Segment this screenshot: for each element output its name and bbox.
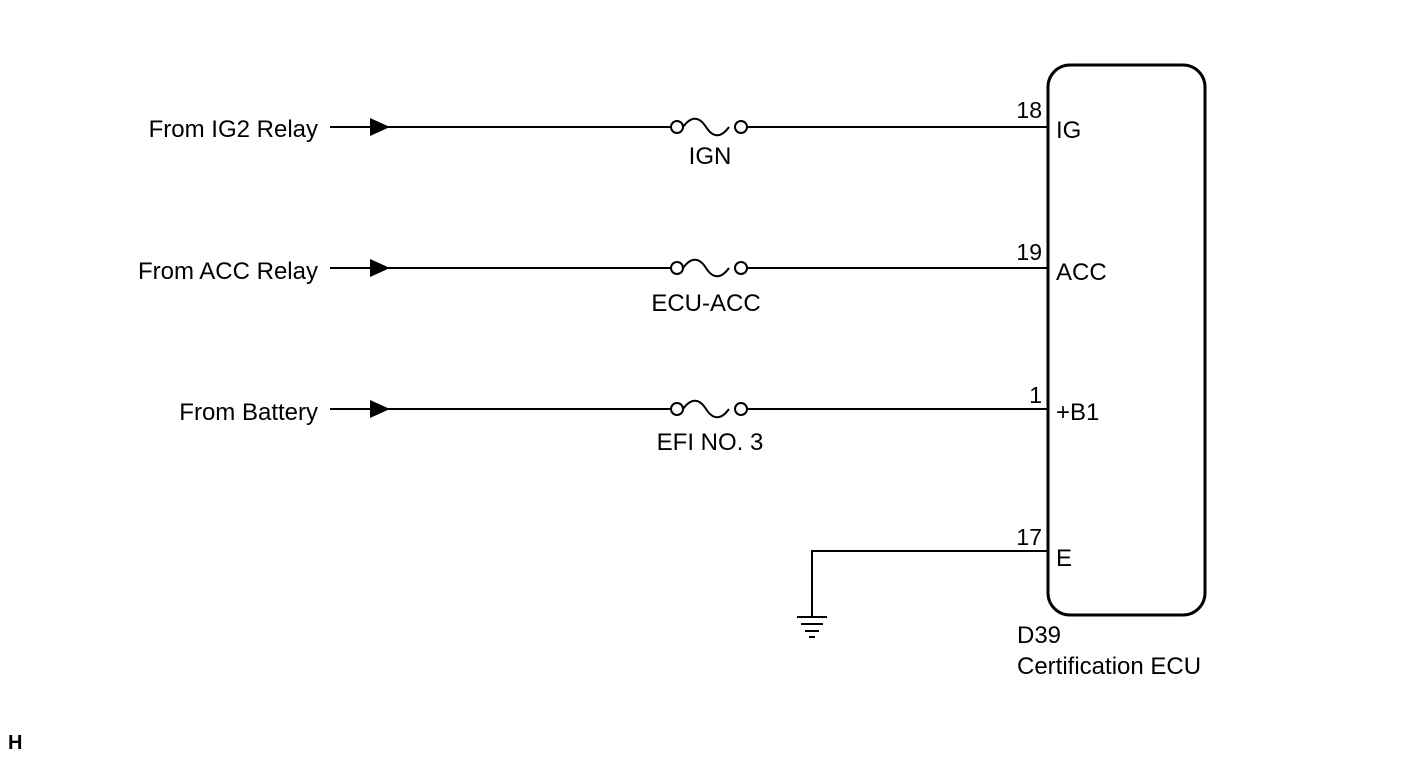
fuse-element-icon bbox=[682, 258, 730, 278]
pin-name: +B1 bbox=[1056, 399, 1099, 426]
fuse-terminal bbox=[734, 261, 748, 275]
source-label: From Battery bbox=[179, 399, 318, 426]
fuse-element-icon bbox=[682, 117, 730, 137]
fuse-terminal bbox=[734, 120, 748, 134]
pin-number: 1 bbox=[1029, 382, 1042, 408]
circuit-acc: From ACC Relay ECU-ACC 19 ACC bbox=[138, 239, 1107, 317]
arrow-icon bbox=[370, 400, 390, 418]
fuse-terminal bbox=[670, 261, 684, 275]
arrow-icon bbox=[370, 118, 390, 136]
ecu-name-label: Certification ECU bbox=[1017, 653, 1201, 680]
ecu-box bbox=[1046, 63, 1207, 617]
fuse-label: ECU-ACC bbox=[651, 290, 760, 317]
fuse-label: IGN bbox=[689, 143, 732, 170]
ground-wire bbox=[811, 550, 1048, 616]
pin-name: E bbox=[1056, 545, 1072, 572]
fuse-terminal bbox=[670, 120, 684, 134]
circuit-ground: 17 E bbox=[797, 524, 1072, 638]
fuse-element-icon bbox=[682, 399, 730, 419]
pin-name: IG bbox=[1056, 117, 1081, 144]
fuse-terminal bbox=[670, 402, 684, 416]
corner-tag: H bbox=[8, 732, 22, 754]
arrow-icon bbox=[370, 259, 390, 277]
fuse-label: EFI NO. 3 bbox=[657, 429, 764, 456]
pin-number: 19 bbox=[1016, 239, 1042, 265]
source-label: From IG2 Relay bbox=[149, 116, 318, 143]
circuit-battery: From Battery EFI NO. 3 1 +B1 bbox=[179, 382, 1099, 456]
source-label: From ACC Relay bbox=[138, 258, 318, 285]
pin-number: 17 bbox=[1016, 524, 1042, 550]
circuit-ig2: From IG2 Relay IGN 18 IG bbox=[149, 97, 1082, 170]
pin-number: 18 bbox=[1016, 97, 1042, 123]
ecu-connector-label: D39 bbox=[1017, 622, 1061, 649]
pin-name: ACC bbox=[1056, 259, 1107, 286]
fuse-terminal bbox=[734, 402, 748, 416]
